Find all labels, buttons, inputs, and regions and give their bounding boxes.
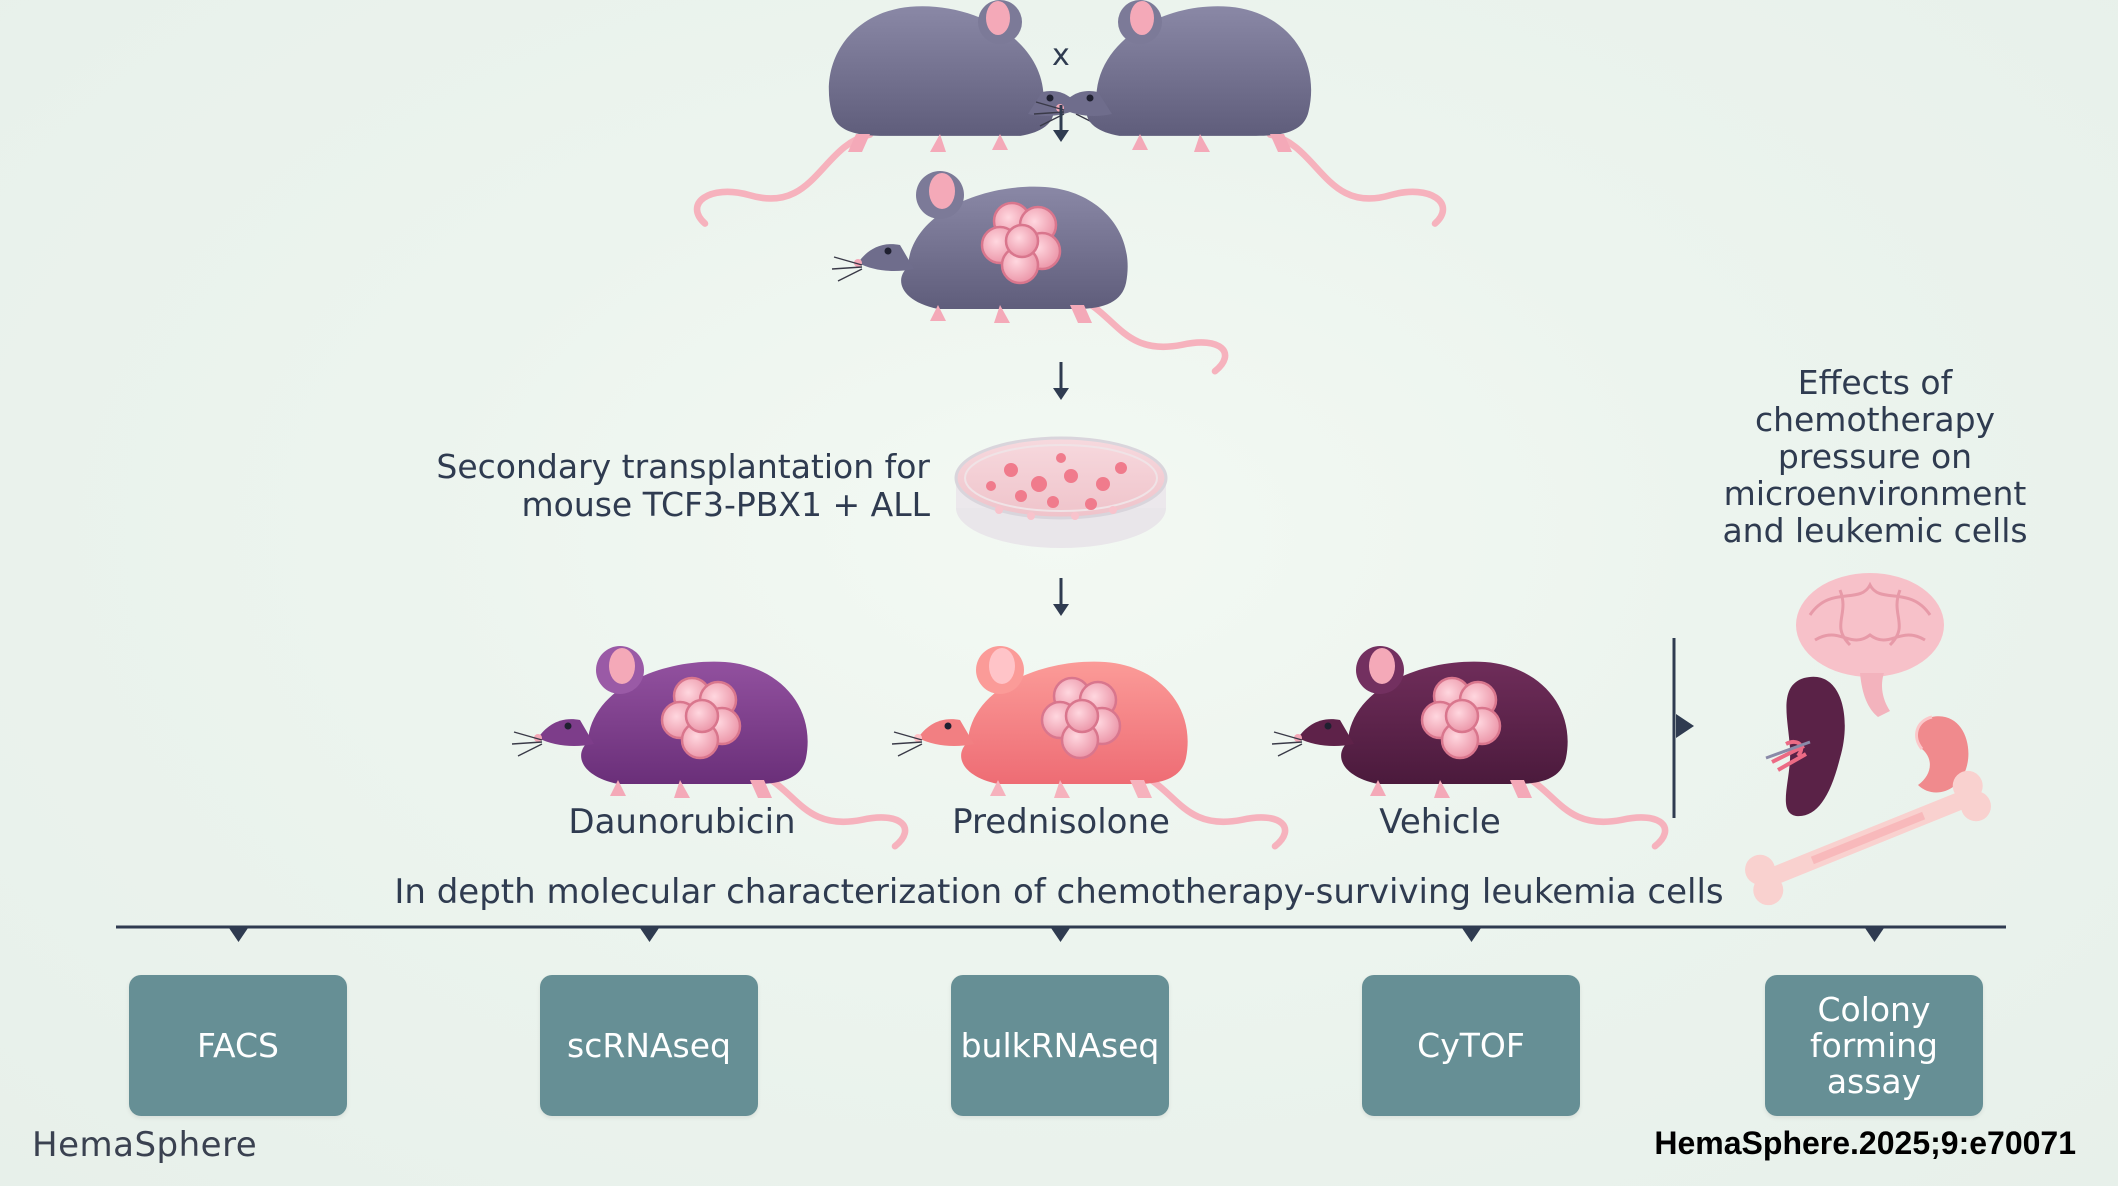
method-box-colony-forming-assay: Colony forming assay <box>1765 975 1983 1116</box>
pointer-colony <box>1865 928 1884 942</box>
effects-label: Effects of chemotherapy pressure on micr… <box>1722 363 2028 550</box>
treatment-label-daunorubicin: Daunorubicin <box>568 802 796 842</box>
bone-icon <box>1745 770 1991 906</box>
separator-bracket <box>1672 638 1694 818</box>
method-box-facs: FACS <box>129 975 347 1116</box>
brain-icon <box>1796 573 1944 717</box>
method-box-scrnaseq: scRNAseq <box>540 975 758 1116</box>
pointer-scrnaseq <box>640 928 659 942</box>
parent-mouse-right <box>1033 0 1447 227</box>
down-arrow-2 <box>1053 362 1069 400</box>
secondary-transplant-label: Secondary transplantation for mouse TCF3… <box>436 447 930 524</box>
method-box-cytof: CyTOF <box>1362 975 1580 1116</box>
timeline-axis <box>116 925 2006 942</box>
pointer-facs <box>229 928 248 942</box>
spleen-icon <box>1765 676 1845 817</box>
cross-symbol: x <box>1052 38 1070 73</box>
tumor-icon <box>980 201 1062 285</box>
method-box-bulkrnaseq: bulkRNAseq <box>951 975 1169 1116</box>
brand-logo: HemaSphere <box>32 1125 258 1165</box>
kidney-icon <box>1915 715 1969 793</box>
mouse-daunorubicin <box>511 646 909 850</box>
mouse-prednisolone <box>891 646 1289 850</box>
pointer-bulkrnaseq <box>1051 928 1070 942</box>
down-arrow-3 <box>1053 578 1069 616</box>
cross-arrow <box>1053 105 1069 142</box>
mouse-vehicle <box>1271 646 1669 850</box>
citation: HemaSphere.2025;9:e70071 <box>1654 1125 2076 1161</box>
petri-dish-icon <box>954 436 1168 548</box>
pointer-cytof <box>1462 928 1481 942</box>
leukemia-mouse <box>831 171 1229 375</box>
treatment-label-prednisolone: Prednisolone <box>952 802 1170 842</box>
treatment-label-vehicle: Vehicle <box>1379 802 1501 842</box>
characterization-label: In depth molecular characterization of c… <box>394 872 1724 912</box>
